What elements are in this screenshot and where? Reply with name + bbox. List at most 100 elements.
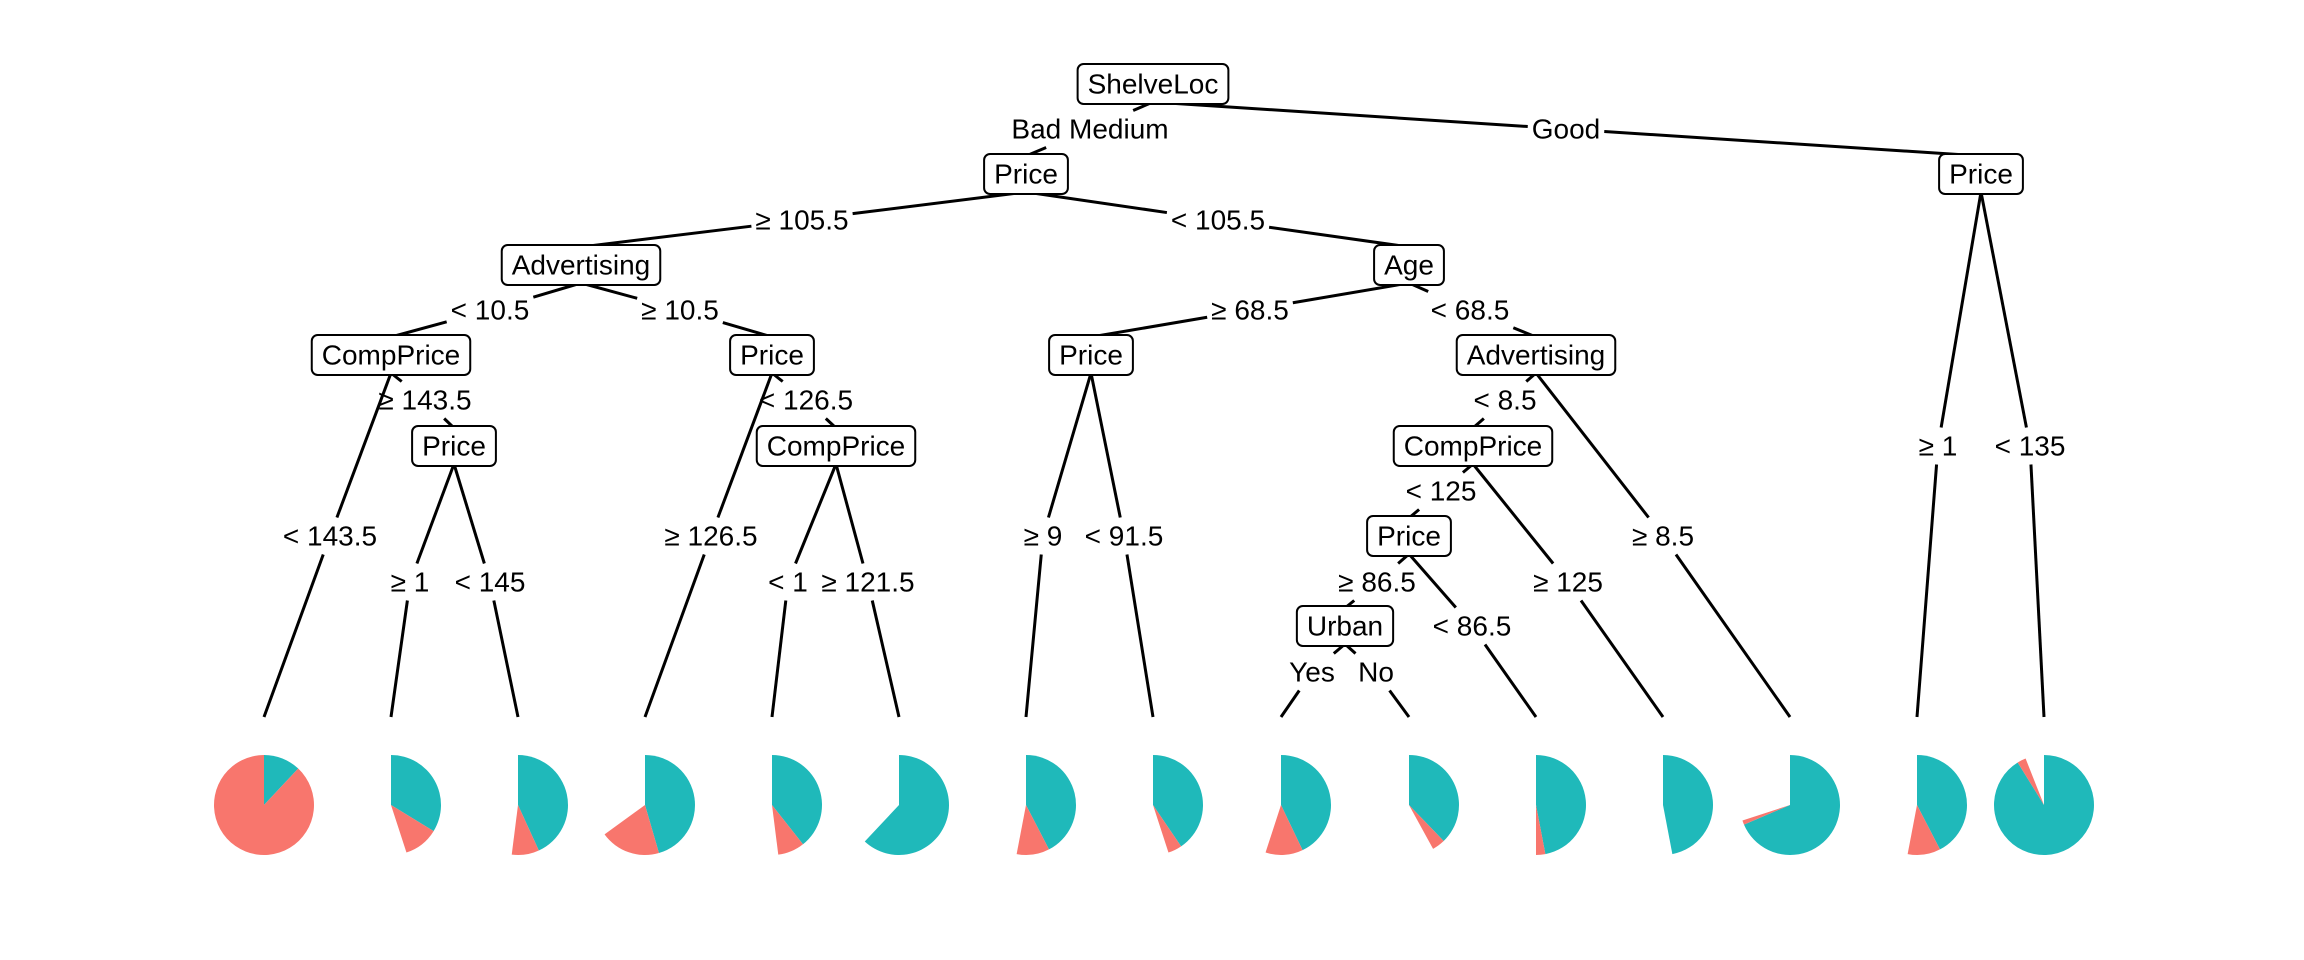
node-n6: Price	[729, 334, 815, 376]
leaf-pie-L8	[1153, 755, 1203, 853]
leaf-pie-L10	[1409, 755, 1459, 849]
edge-label-n0-n2: Good	[1532, 114, 1601, 145]
edge-n0-n2-lower	[1604, 129, 1982, 158]
node-box-n2	[1938, 153, 2024, 195]
node-label-n10: CompPrice	[767, 431, 905, 462]
node-box-n8	[1455, 334, 1617, 376]
edges-layer	[262, 100, 2046, 718]
leaf-pie-L11	[1536, 755, 1586, 855]
leaf-slice-b-L3	[518, 755, 569, 851]
leaf-slice-a-L15	[2017, 758, 2044, 805]
edge-label-n9-L2: ≥ 1	[391, 567, 430, 598]
node-n10: CompPrice	[755, 425, 917, 467]
node-n7: Price	[1048, 334, 1134, 376]
edge-n7-L7-upper	[1047, 372, 1093, 518]
node-box-n9	[411, 425, 497, 467]
leaf-slice-b-L1	[264, 755, 299, 805]
leaf-slice-a-L10	[1409, 805, 1444, 849]
node-box-n5	[310, 334, 472, 376]
node-label-n0: ShelveLoc	[1088, 69, 1219, 100]
edge-n7-L7-lower	[1024, 554, 1043, 718]
edge-n13-L9-lower	[1279, 689, 1301, 718]
edge-label-n6-n10: < 126.5	[759, 385, 853, 416]
edge-label-n7-L7: ≥ 9	[1024, 521, 1063, 552]
leaf-slice-b-L14	[1917, 755, 1967, 850]
node-label-n12: Price	[1377, 521, 1441, 552]
leaf-pie-L7	[1016, 755, 1077, 855]
edge-n2-L14-lower	[1915, 464, 1939, 718]
node-box-n7	[1048, 334, 1134, 376]
edge-label-n4-n8: < 68.5	[1431, 295, 1510, 326]
edge-n10-L5-lower	[770, 600, 788, 718]
node-label-n5: CompPrice	[322, 340, 460, 371]
leaf-slice-b-L11	[1536, 755, 1586, 855]
leaf-slice-a-L4	[604, 805, 659, 856]
edge-label-n13-L10: No	[1358, 657, 1394, 688]
node-n5: CompPrice	[310, 334, 472, 376]
edge-n4-n7-lower	[1090, 315, 1208, 339]
node-n3: Advertising	[500, 244, 662, 286]
edge-n10-L6-upper	[834, 463, 865, 564]
edge-n7-L8-lower	[1125, 554, 1155, 718]
leaf-slice-a-L14	[1907, 805, 1940, 855]
edge-n6-L4-lower	[643, 553, 706, 718]
leaf-slice-a-L3	[511, 805, 539, 855]
edge-n11-L12-upper	[1471, 463, 1555, 565]
node-box-n3	[500, 244, 662, 286]
leaf-pie-L2	[391, 755, 441, 853]
edge-label-n4-n7: ≥ 68.5	[1211, 295, 1289, 326]
edge-n5-L1-lower	[262, 553, 325, 718]
edge-n1-n3-lower	[580, 224, 752, 249]
edge-label-n10-L5: < 1	[768, 567, 808, 598]
edge-n6-L4-upper	[716, 372, 774, 519]
leaf-slice-a-L13	[1742, 805, 1790, 825]
edge-n13-L10-lower	[1388, 689, 1411, 718]
edge-label-n5-n9: ≥ 143.5	[378, 385, 471, 416]
edge-n9-L2-upper	[415, 463, 456, 565]
node-box-n1	[983, 153, 1069, 195]
leaf-slice-b-L9	[1281, 755, 1331, 851]
edge-n8-L13-upper	[1534, 372, 1650, 519]
node-box-n6	[729, 334, 815, 376]
leaves-layer	[214, 755, 2094, 856]
leaf-slice-b-L10	[1409, 755, 1459, 842]
node-label-n8: Advertising	[1467, 340, 1606, 371]
leaf-pie-L1	[214, 755, 315, 855]
edge-label-n7-L8: < 91.5	[1085, 521, 1164, 552]
edge-n5-L1-upper	[335, 372, 393, 519]
edge-label-n5-L1: < 143.5	[283, 521, 377, 552]
leaf-slice-a-L7	[1016, 805, 1049, 855]
node-label-n13: Urban	[1307, 611, 1383, 642]
edge-n1-n4-lower	[1268, 225, 1410, 249]
node-label-n7: Price	[1059, 340, 1123, 371]
leaf-slice-b-L4	[645, 755, 696, 854]
edge-label-n8-L13: ≥ 8.5	[1632, 521, 1694, 552]
edge-n9-L2-lower	[389, 600, 409, 718]
leaf-slice-a-L8	[1153, 805, 1182, 853]
edge-n1-n4-upper	[1025, 190, 1168, 215]
node-box-n11	[1392, 425, 1554, 467]
leaf-slice-b-L7	[1026, 755, 1077, 850]
node-n12: Price	[1366, 515, 1452, 557]
leaf-slice-b-L8	[1153, 755, 1203, 847]
edge-label-n6-L4: ≥ 126.5	[664, 521, 757, 552]
leaf-pie-L9	[1265, 755, 1331, 855]
node-n0: ShelveLoc	[1076, 63, 1230, 105]
edge-n2-L14-upper	[1939, 191, 1983, 428]
edge-label-n8-n11: < 8.5	[1473, 385, 1536, 416]
node-n13: Urban	[1295, 605, 1395, 647]
edge-label-n11-n12: < 125	[1406, 476, 1477, 507]
leaf-slice-b-L12	[1663, 755, 1714, 855]
node-n11: CompPrice	[1392, 425, 1554, 467]
node-n8: Advertising	[1455, 334, 1617, 376]
edge-label-n2-L15: < 135	[1995, 431, 2066, 462]
edge-n0-n2-upper	[1152, 100, 1528, 128]
edge-n12-L11-upper	[1407, 553, 1457, 609]
edge-label-n9-L3: < 145	[455, 567, 526, 598]
node-n4: Age	[1373, 244, 1445, 286]
edge-n10-L5-upper	[794, 463, 838, 565]
edge-n8-L13-lower	[1674, 553, 1792, 718]
node-box-n12	[1366, 515, 1452, 557]
